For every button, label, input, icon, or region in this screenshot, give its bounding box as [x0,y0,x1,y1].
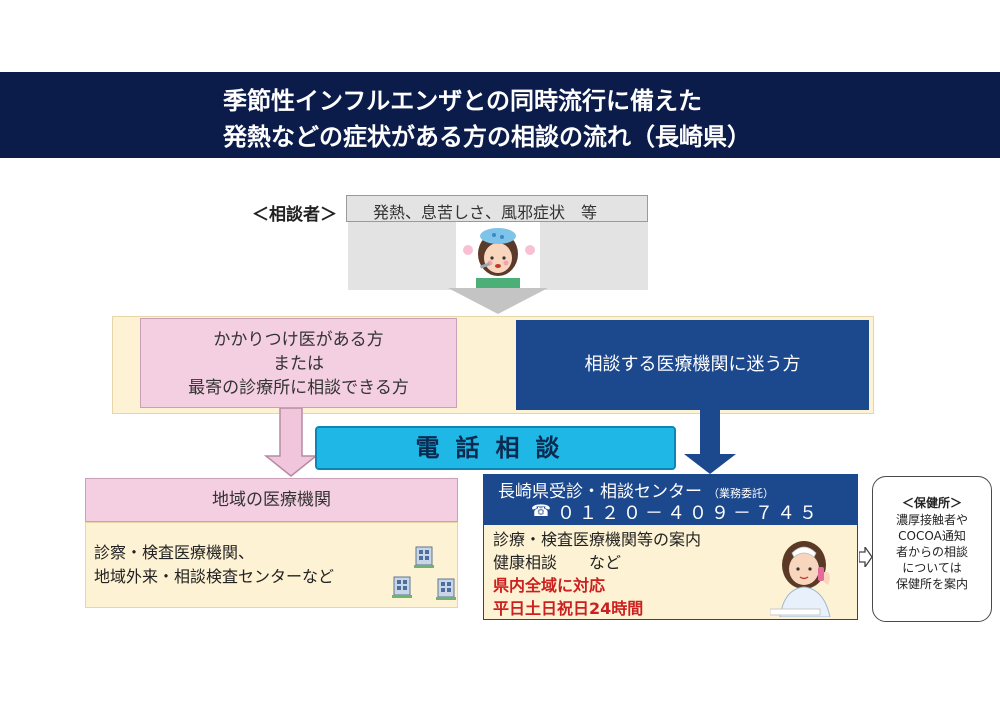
title-line-1: 季節性インフルエンザとの同時流行に備えた [223,87,703,115]
phone-consultation-banner: 電話相談 [315,426,676,470]
center-line-2: 健康相談 など [493,553,622,572]
consultant-label: ＜相談者＞ [252,205,337,225]
nurse-icon [770,541,831,617]
phone-icon: ☎ [531,501,551,520]
center-line-1: 診療・検査医療機関等の案内 [493,530,702,549]
unsure-box: 相談する医療機関に迷う方 [516,320,869,410]
health-center-box: ＜保健所＞ 濃厚接触者や COCOA通知 者からの相談 については 保健所を案内 [872,476,992,622]
health-center-line-2: COCOA通知 [898,529,966,543]
navy-down-arrow [684,408,736,474]
center-note: （業務委託） [708,487,774,500]
building-icon [392,546,456,600]
health-center-line-3: 者からの相談 [895,545,968,559]
has-doctor-box: かかりつけ医がある方 または 最寄の診療所に相談できる方 [140,318,457,408]
center-header: 長崎県受診・相談センター （業務委託） ☎ ０１２０－４０９－７４５ [483,474,858,524]
flow-arrows [263,408,736,477]
local-facility-body: 診察・検査医療機関、 地域外来・相談検査センターなど [85,522,458,608]
has-doctor-line-1: かかりつけ医がある方 [213,330,384,350]
symptoms-box: 発熱、息苦しさ、風邪症状 等 [346,195,648,222]
center-title-row: 長崎県受診・相談センター （業務委託） [498,477,774,502]
building-icon-1 [414,546,434,568]
health-center-title: ＜保健所＞ [901,496,962,510]
pink-down-arrow [263,408,319,477]
local-facility-line-2: 地域外来・相談検査センターなど [94,567,335,586]
center-highlight-2: 平日土日祝日24時間 [493,599,644,618]
local-facility-title: 地域の医療機関 [85,478,458,522]
title-banner: 季節性インフルエンザとの同時流行に備えた 発熱などの症状がある方の相談の流れ（長… [0,72,1000,158]
side-arrow [859,547,873,567]
health-center-line-4: については [902,561,962,575]
center-phone-number: ０１２０－４０９－７４５ [557,503,821,524]
has-doctor-line-3: 最寄の診療所に相談できる方 [188,378,409,398]
local-facility-line-1: 診察・検査医療機関、 [94,543,255,562]
center-highlight-1: 県内全域に対応 [493,576,606,595]
health-center-line-5: 保健所を案内 [895,577,968,591]
title-line-2: 発熱などの症状がある方の相談の流れ（長崎県） [223,123,751,151]
sick-person-icon [456,222,540,290]
building-icon-3 [436,578,456,600]
building-icon-2 [392,576,412,598]
has-doctor-line-2: または [273,354,324,374]
center-title: 長崎県受診・相談センター [498,482,702,502]
down-arrow-gray [448,288,548,314]
health-center-line-1: 濃厚接触者や [895,513,968,527]
person-panel [348,222,648,290]
center-body: 診療・検査医療機関等の案内 健康相談 など 県内全域に対応 平日土日祝日24時間 [483,524,858,620]
